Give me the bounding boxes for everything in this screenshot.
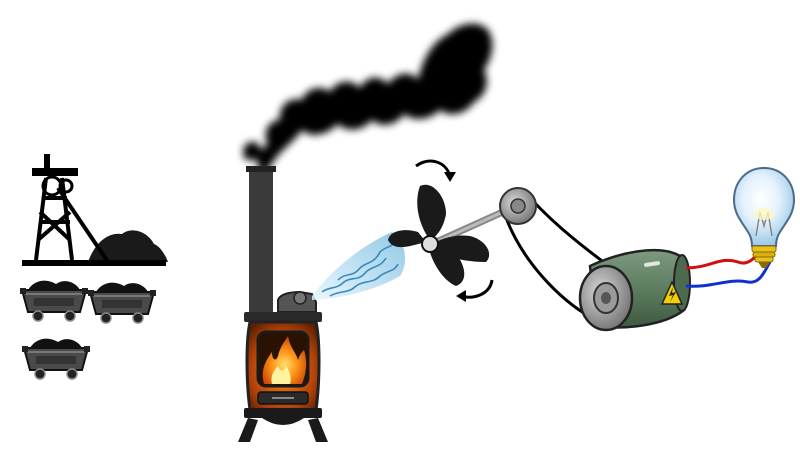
coal-mine-headframe-icon bbox=[22, 154, 168, 266]
rotation-arrow-top bbox=[415, 159, 452, 177]
mine-cart-icon bbox=[88, 282, 156, 324]
generator-icon bbox=[578, 248, 691, 332]
chimney bbox=[249, 166, 273, 314]
coal-heap bbox=[88, 230, 168, 262]
stove-icon bbox=[238, 166, 328, 442]
mine-cart-icon bbox=[20, 280, 88, 322]
light-bulb-icon bbox=[732, 166, 796, 268]
wire-negative bbox=[685, 261, 772, 288]
high-voltage-icon bbox=[660, 280, 684, 305]
coal-carts bbox=[20, 280, 156, 380]
wire-positive bbox=[685, 250, 762, 270]
propeller-icon bbox=[388, 159, 520, 302]
mine-cart-icon bbox=[22, 338, 90, 380]
steam-icon bbox=[312, 232, 406, 300]
smoke-cloud-icon bbox=[243, 23, 493, 177]
